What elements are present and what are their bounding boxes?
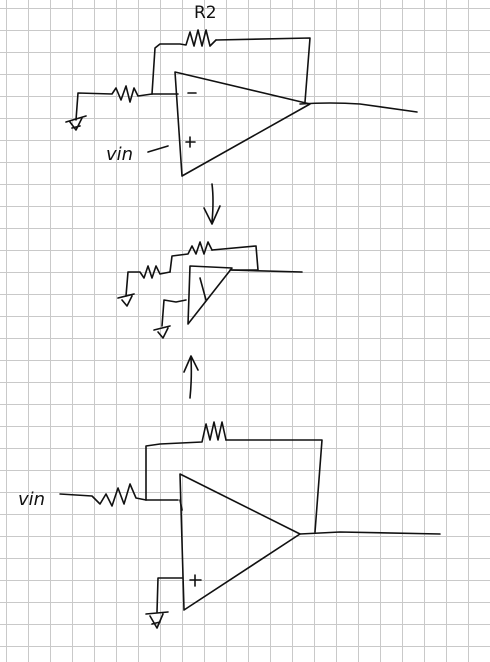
bottom-vin-label: vin bbox=[18, 489, 45, 510]
top-vin-wire bbox=[147, 145, 169, 153]
top-ground-resistor bbox=[75, 85, 153, 121]
middle-feedback-resistor bbox=[169, 241, 213, 273]
middle-inner-tick bbox=[199, 277, 207, 301]
bottom-plus-mark bbox=[189, 574, 202, 587]
bottom-noninv-wire bbox=[156, 577, 183, 613]
up-arrow-icon bbox=[183, 355, 199, 399]
middle-ground-resistor bbox=[125, 265, 171, 297]
top-circuit: R2 vin bbox=[65, 3, 418, 177]
middle-ground-icon bbox=[117, 293, 135, 307]
r2-label: R2 bbox=[194, 3, 217, 23]
top-ground-icon bbox=[65, 115, 87, 131]
top-plus-mark bbox=[185, 136, 196, 148]
top-opamp-triangle bbox=[174, 71, 311, 177]
bottom-feedback-resistor bbox=[145, 421, 227, 501]
bottom-output-wire bbox=[299, 531, 441, 535]
top-vin-label: vin bbox=[106, 144, 133, 165]
bottom-ground-icon bbox=[145, 611, 169, 629]
middle-feedback-wire bbox=[211, 245, 259, 271]
bottom-circuit: vin bbox=[18, 421, 441, 629]
middle-ground-icon-2 bbox=[153, 325, 171, 339]
bottom-input-resistor bbox=[59, 483, 147, 507]
middle-noninv-wire bbox=[161, 299, 187, 327]
top-output-wire bbox=[299, 102, 418, 113]
bottom-opamp-triangle bbox=[179, 473, 301, 611]
bottom-minus-mark bbox=[179, 499, 183, 511]
down-arrow-icon bbox=[203, 183, 221, 225]
middle-circuit bbox=[117, 241, 303, 339]
top-feedback-resistor bbox=[151, 29, 217, 95]
middle-output-wire bbox=[229, 269, 303, 273]
bottom-feedback-wire bbox=[225, 439, 323, 533]
middle-opamp-triangle bbox=[187, 265, 233, 325]
top-feedback-wire bbox=[215, 37, 311, 103]
